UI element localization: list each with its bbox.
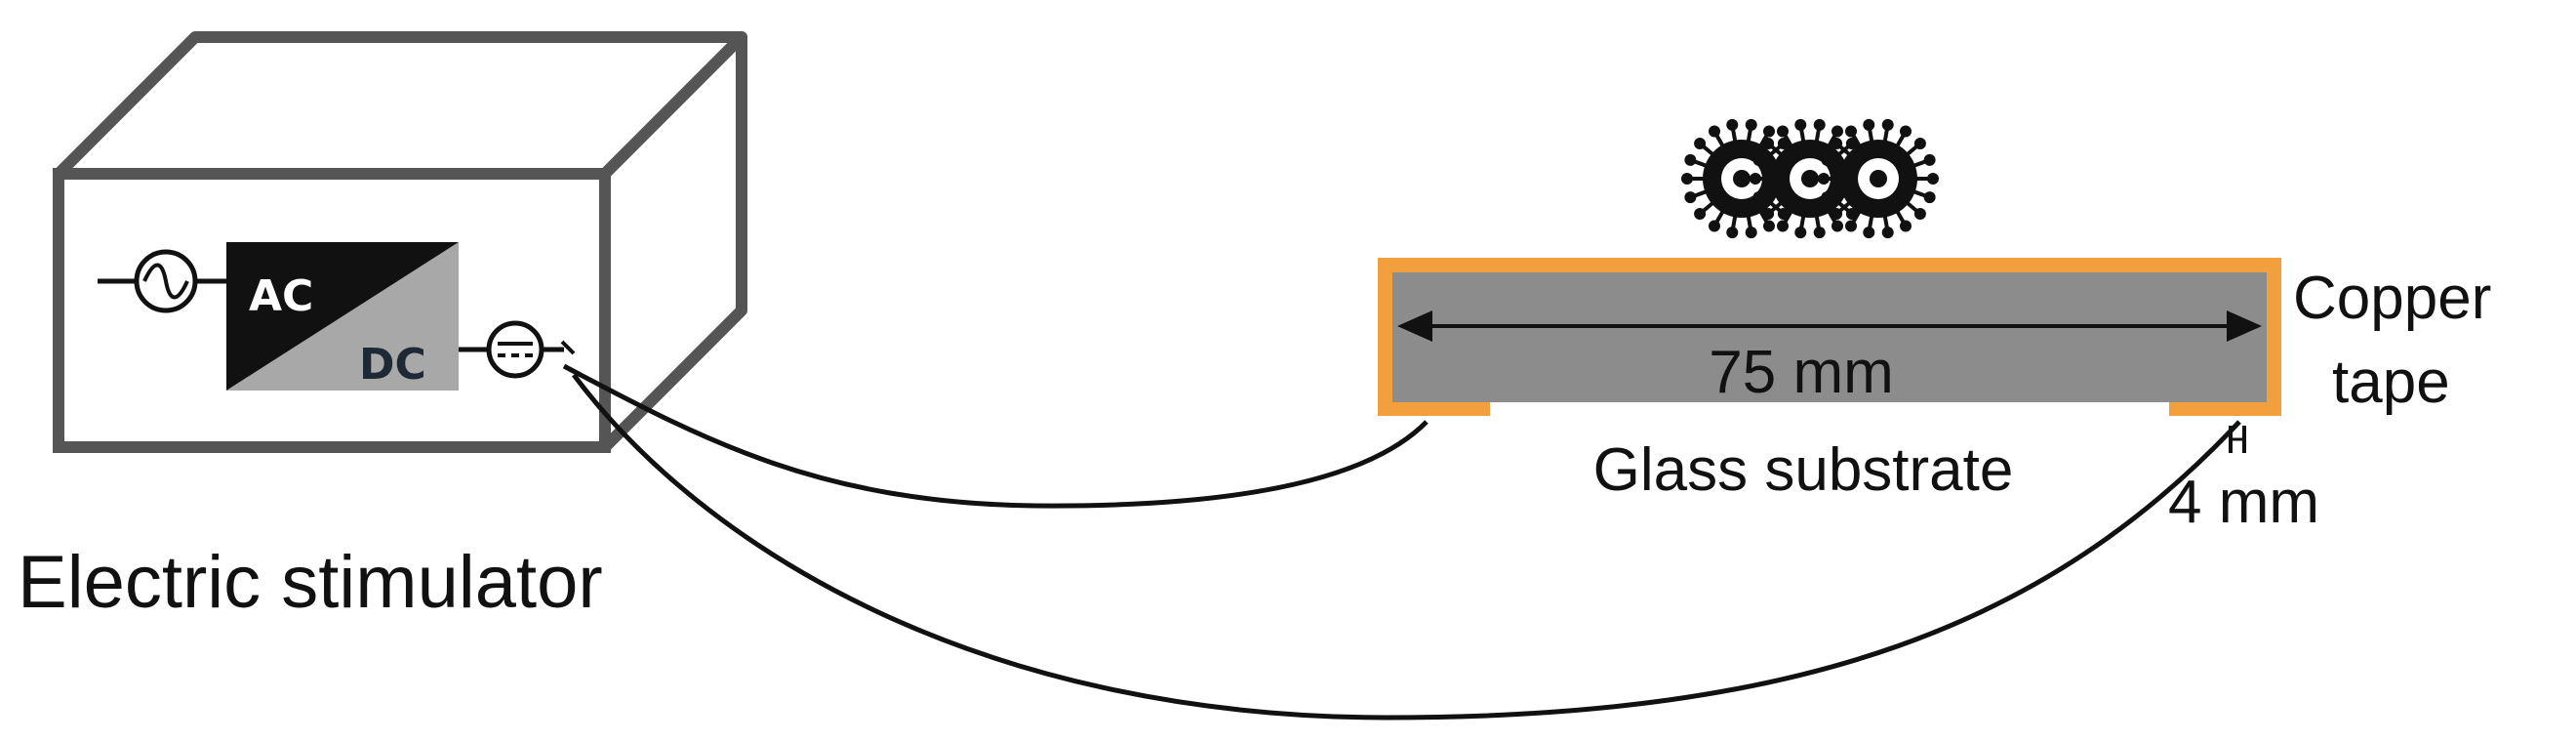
substrate-label: Glass substrate xyxy=(1593,436,2014,504)
converter-dark-half xyxy=(226,242,459,391)
length-label: 75 mm xyxy=(1709,339,1893,406)
dc-source-icon xyxy=(459,320,576,379)
copper-tape-right xyxy=(2267,258,2281,416)
wire-to-left-electrode xyxy=(562,363,1429,509)
glass-substrate: 75 mm Glass substrate xyxy=(1378,258,2281,504)
copper-tape-left xyxy=(1378,258,1392,416)
virus-group xyxy=(1681,118,1939,239)
ac-label: AC xyxy=(249,271,313,321)
stimulator-label: Electric stimulator xyxy=(18,541,603,624)
copper-labels: Copper tape 4 mm xyxy=(2168,265,2491,536)
copper-label-line2: tape xyxy=(2332,349,2450,416)
dc-label: DC xyxy=(359,340,426,390)
copper-tape-bottom-right xyxy=(2169,402,2281,416)
electric-stimulator: AC DC Electric stimulator xyxy=(18,31,747,624)
width-dimension-marker xyxy=(2229,426,2246,453)
wire-to-right-electrode xyxy=(572,373,2241,721)
width-label: 4 mm xyxy=(2168,469,2319,536)
copper-label-line1: Copper xyxy=(2293,265,2491,332)
ac-source-icon xyxy=(98,249,226,313)
virus-icon xyxy=(1818,118,1939,239)
copper-tape-bottom-left xyxy=(1378,402,1490,416)
copper-tape-top xyxy=(1378,258,2281,272)
wires xyxy=(562,363,2241,721)
ac-dc-converter: AC DC xyxy=(226,242,459,391)
